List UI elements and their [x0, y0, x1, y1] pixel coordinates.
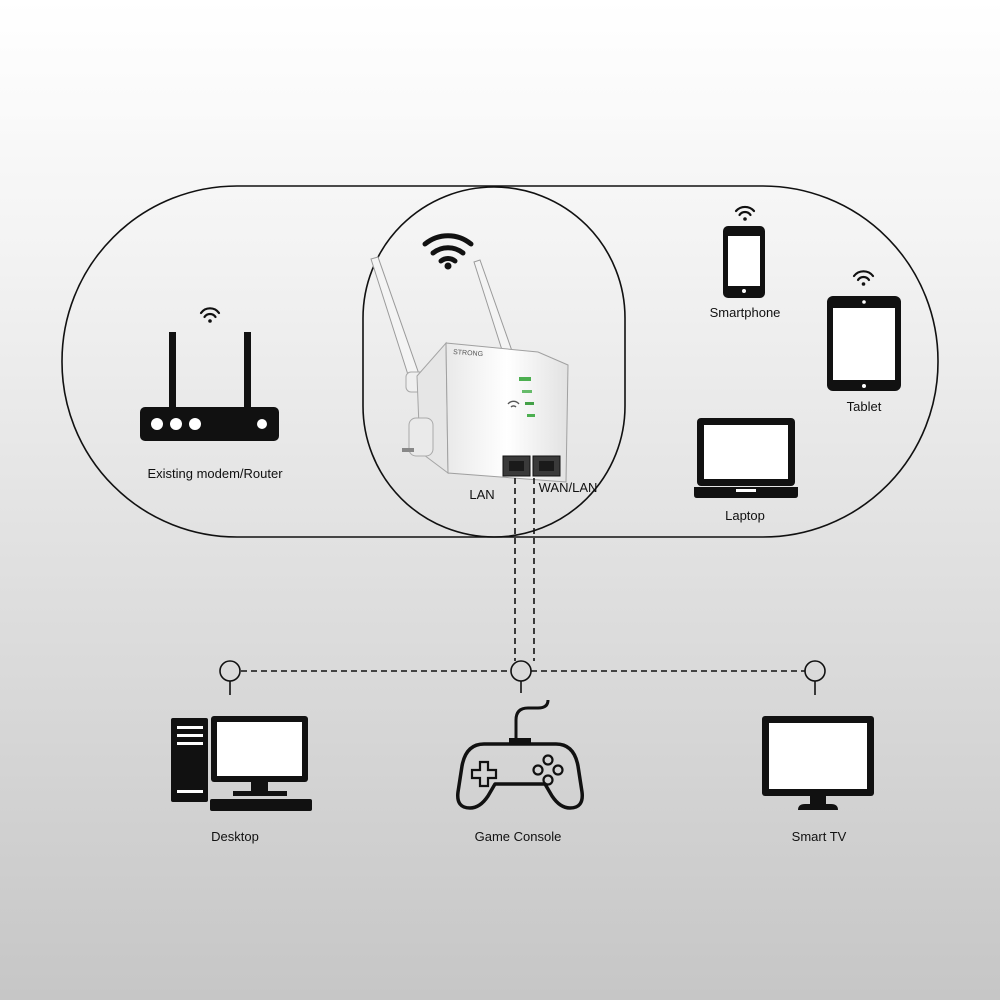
wan-lan-port-label: WAN/LAN	[538, 480, 598, 495]
router-icon	[140, 332, 279, 441]
extender-wifi-icon	[422, 233, 474, 270]
laptop-icon	[694, 418, 798, 498]
smartphone-icon	[723, 226, 765, 298]
game-console-icon	[456, 699, 584, 810]
extender-zone-outline	[362, 186, 626, 538]
smartphone-wifi-icon	[734, 205, 756, 221]
device-brand: STRONG	[453, 349, 483, 358]
tablet-label: Tablet	[846, 399, 882, 414]
smartphone-label: Smartphone	[709, 305, 781, 320]
network-nodes	[219, 660, 826, 695]
smart-tv-icon	[762, 716, 874, 810]
game-console-label: Game Console	[474, 829, 562, 844]
tablet-icon	[827, 296, 901, 391]
desktop-node	[219, 660, 241, 682]
lan-cable-lines	[241, 478, 805, 672]
desktop-icon	[171, 716, 312, 811]
smart-tv-label: Smart TV	[791, 829, 847, 844]
tablet-wifi-icon	[852, 270, 875, 286]
router-wifi-icon	[199, 307, 221, 323]
lan-port-label: LAN	[469, 487, 495, 502]
tv-node	[804, 660, 826, 682]
wifi-extender-device: STRONG	[370, 256, 569, 483]
console-node	[510, 660, 532, 682]
laptop-label: Laptop	[725, 508, 765, 523]
router-label: Existing modem/Router	[147, 466, 283, 481]
desktop-label: Desktop	[211, 829, 259, 844]
